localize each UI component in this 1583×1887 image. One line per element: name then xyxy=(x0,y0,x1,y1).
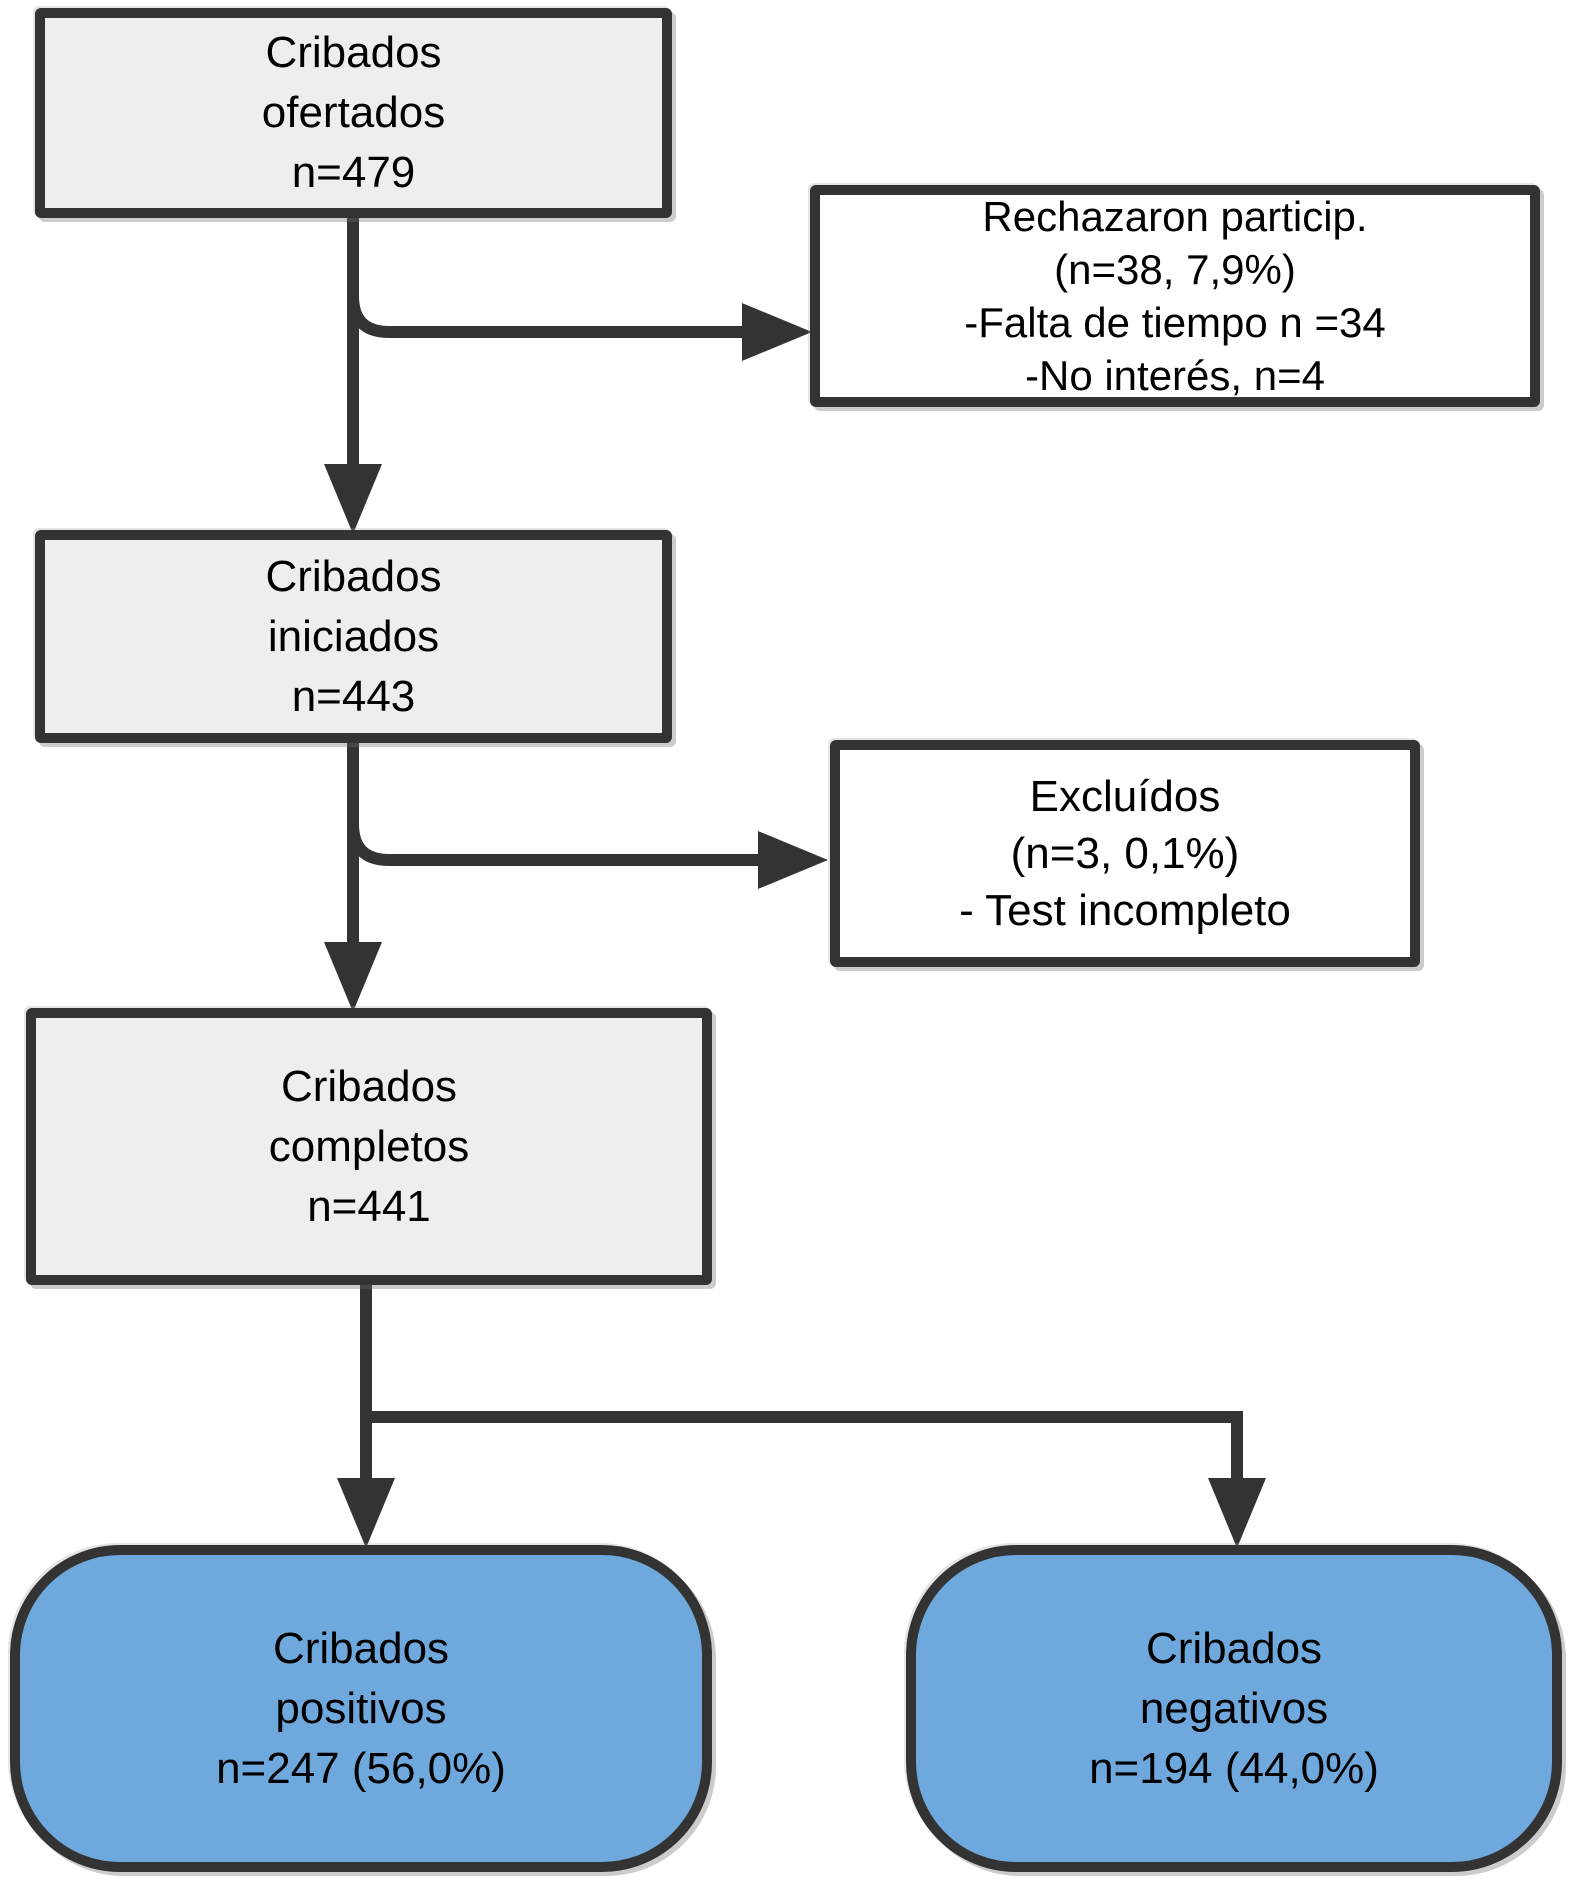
node-text-line: -No interés, n=4 xyxy=(1025,352,1325,399)
node-excluidos: Excluídos (n=3, 0,1%) - Test incompleto xyxy=(830,740,1420,967)
node-text-line: Cribados xyxy=(265,28,442,77)
node-cribados-completos: Cribados completos n=441 xyxy=(26,1008,712,1285)
node-text-line: positivos xyxy=(275,1683,447,1733)
node-text-line: ofertados xyxy=(261,88,446,137)
node-text-line: -Falta de tiempo n =34 xyxy=(964,299,1386,346)
node-text-line: n=479 xyxy=(291,148,416,197)
edge-iniciados-to-excluidos xyxy=(347,823,828,889)
node-text-line: Excluídos xyxy=(1029,772,1221,821)
node-text-line: Cribados xyxy=(272,1623,450,1673)
node-text-line: completos xyxy=(268,1121,470,1171)
node-text-line: n=194 (44,0%) xyxy=(1089,1743,1379,1793)
edge-ofertados-to-rechazaron xyxy=(347,295,812,361)
node-cribados-positivos: Cribados positivos n=247 (56,0%) xyxy=(10,1545,712,1872)
node-cribados-ofertados: Cribados ofertados n=479 xyxy=(35,8,672,218)
node-text-line: n=247 (56,0%) xyxy=(216,1743,506,1793)
node-cribados-negativos: Cribados negativos n=194 (44,0%) xyxy=(906,1545,1562,1872)
node-text-line: (n=3, 0,1%) xyxy=(1010,829,1240,878)
node-text-line: Cribados xyxy=(1145,1623,1323,1673)
node-text-line: Cribados xyxy=(265,551,442,601)
node-text-line: Rechazaron particip. xyxy=(982,193,1368,240)
node-text-line: - Test incompleto xyxy=(959,886,1291,935)
node-text-line: n=443 xyxy=(291,671,416,721)
node-text-line: negativos xyxy=(1139,1683,1329,1733)
node-text-line: iniciados xyxy=(267,611,440,661)
edge-iniciados-to-completos xyxy=(324,740,382,1012)
node-text-line: (n=38, 7,9%) xyxy=(1054,246,1296,293)
node-text-line: Cribados xyxy=(280,1061,458,1111)
node-rechazaron-participar: Rechazaron particip. (n=38, 7,9%) -Falta… xyxy=(810,185,1540,407)
node-cribados-iniciados: Cribados iniciados n=443 xyxy=(35,530,672,743)
edge-ofertados-to-iniciados xyxy=(324,212,382,534)
node-text-line: n=441 xyxy=(307,1181,431,1231)
edge-completos-split xyxy=(337,1280,1266,1548)
